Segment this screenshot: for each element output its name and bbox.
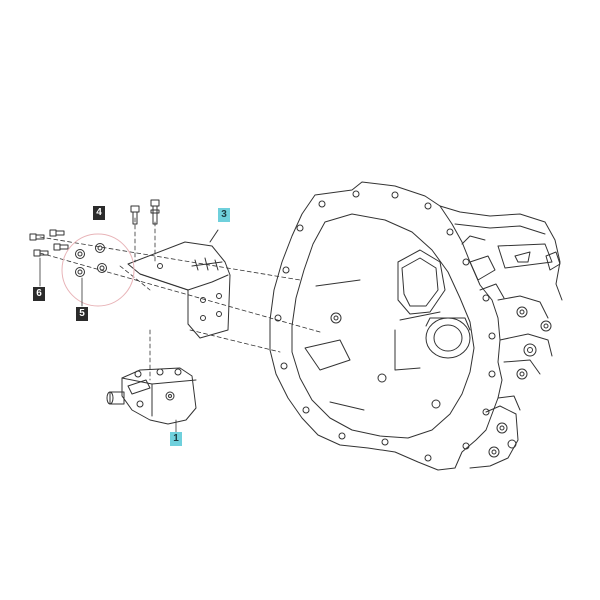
callout-1: 1 (170, 432, 182, 446)
callout-4: 4 (93, 206, 105, 220)
flange-bolt-holes (274, 190, 496, 462)
callout-3: 3 (218, 208, 230, 222)
callout-6: 6 (33, 287, 45, 301)
transmission-housing (269, 181, 563, 471)
callout-5: 5 (76, 307, 88, 321)
assembly-lines (39, 217, 321, 381)
screws-part-6 (29, 229, 69, 287)
control-valve-part-1 (106, 367, 197, 433)
bracket-part-3 (127, 229, 231, 339)
washers-part-5 (61, 233, 135, 307)
bolts-part-4 (130, 199, 160, 225)
